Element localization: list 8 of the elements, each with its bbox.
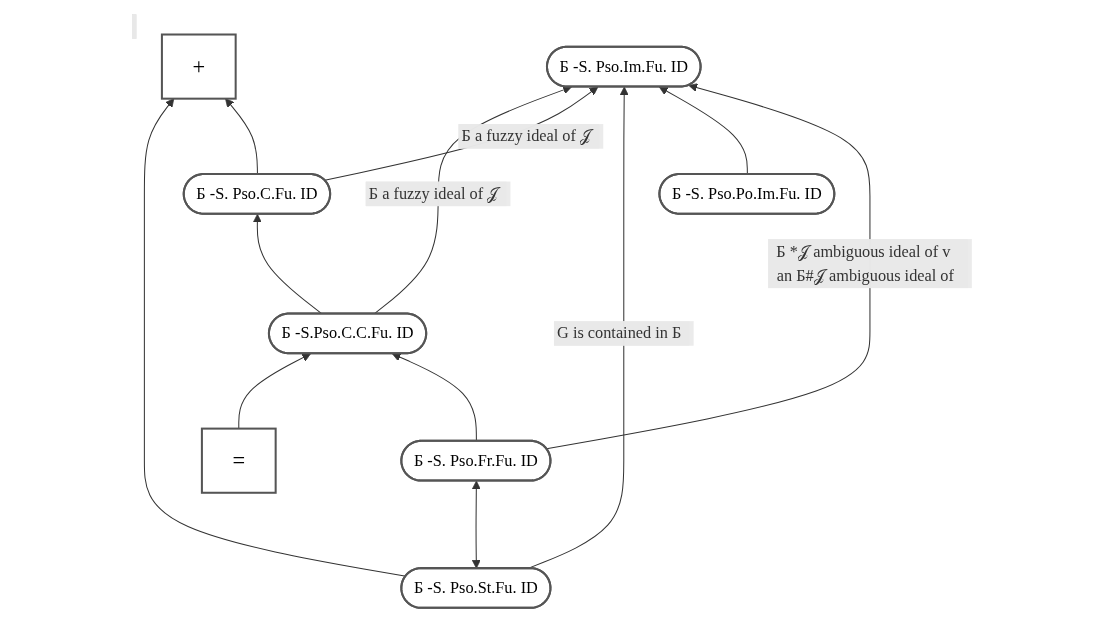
node-box: + [160,33,237,100]
edge-label: Б *𝒥 ambiguous ideal of v an Б#𝒥 ambiguous ideal of [776,241,954,284]
node-box: = [200,427,277,494]
arrow [546,82,871,449]
edge-label: Б a fuzzy ideal of 𝒥 [368,184,499,202]
edge-label: G is contained in Б [557,323,682,342]
arrow [238,352,311,429]
edge-label: Б a fuzzy ideal of 𝒥 [461,126,592,144]
